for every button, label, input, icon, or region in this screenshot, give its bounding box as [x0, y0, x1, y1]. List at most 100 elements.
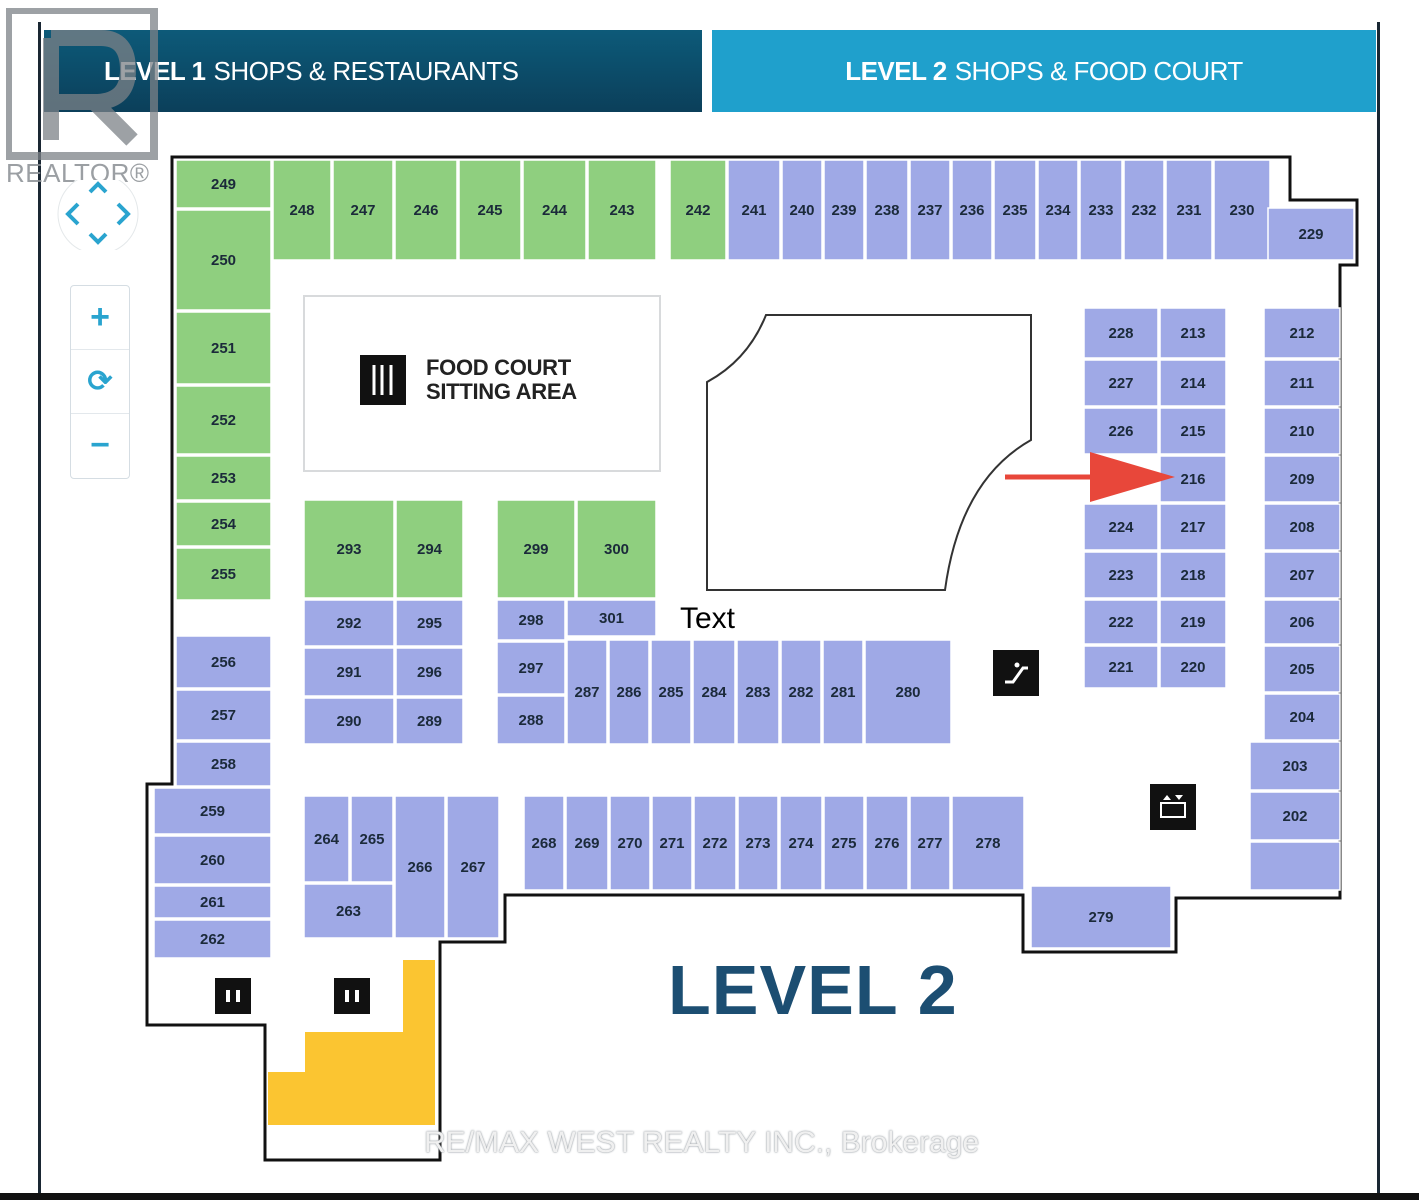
unit-226[interactable]: [1083, 407, 1159, 455]
unit-211[interactable]: [1263, 359, 1341, 407]
unit-219[interactable]: [1159, 599, 1227, 645]
unit-244[interactable]: [522, 159, 587, 261]
unit-205[interactable]: [1263, 645, 1341, 693]
unit-207[interactable]: [1263, 551, 1341, 599]
unit-293[interactable]: [303, 499, 395, 599]
unit-295[interactable]: [395, 599, 464, 647]
unit-231[interactable]: [1165, 159, 1213, 261]
unit-220[interactable]: [1159, 645, 1227, 689]
unit-237[interactable]: [909, 159, 951, 261]
unit-202[interactable]: [1249, 791, 1341, 841]
unit-241[interactable]: [727, 159, 781, 261]
unit-265[interactable]: [350, 795, 394, 883]
unit-282[interactable]: [780, 639, 822, 745]
unit-253[interactable]: [175, 455, 272, 501]
unit-233[interactable]: [1079, 159, 1123, 261]
unit-224[interactable]: [1083, 503, 1159, 551]
unit-209[interactable]: [1263, 455, 1341, 503]
unit-294[interactable]: [395, 499, 464, 599]
unit-275[interactable]: [823, 795, 865, 891]
unit-259[interactable]: [153, 787, 272, 835]
unit-234[interactable]: [1037, 159, 1079, 261]
unit-257[interactable]: [175, 689, 272, 741]
unit-285[interactable]: [650, 639, 692, 745]
unit-291[interactable]: [303, 647, 395, 697]
unit-245[interactable]: [458, 159, 522, 261]
unit-263[interactable]: [303, 883, 394, 939]
unit-236[interactable]: [951, 159, 993, 261]
unit-254[interactable]: [175, 501, 272, 547]
tab-level-2[interactable]: LEVEL 2 SHOPS & FOOD COURT: [712, 30, 1376, 112]
zoom-in-button[interactable]: +: [71, 286, 129, 350]
unit-276[interactable]: [865, 795, 909, 891]
unit-298[interactable]: [496, 599, 566, 641]
unit-299[interactable]: [496, 499, 576, 599]
unit-279[interactable]: [1030, 885, 1172, 949]
unit-270[interactable]: [609, 795, 651, 891]
unit-235[interactable]: [993, 159, 1037, 261]
unit-228[interactable]: [1083, 307, 1159, 359]
unit-273[interactable]: [737, 795, 779, 891]
unit-277[interactable]: [909, 795, 951, 891]
unit-214[interactable]: [1159, 359, 1227, 407]
unit-250[interactable]: [175, 209, 272, 311]
unit-208[interactable]: [1263, 503, 1341, 551]
unit-251[interactable]: [175, 311, 272, 385]
unit-272[interactable]: [693, 795, 737, 891]
unit-256[interactable]: [175, 635, 272, 689]
unit-296[interactable]: [395, 647, 464, 697]
unit-252[interactable]: [175, 385, 272, 455]
unit-283[interactable]: [736, 639, 780, 745]
unit-240[interactable]: [781, 159, 823, 261]
reset-view-button[interactable]: ⟳: [71, 350, 129, 414]
unit-206[interactable]: [1263, 599, 1341, 645]
unit-217[interactable]: [1159, 503, 1227, 551]
unit-238[interactable]: [865, 159, 909, 261]
unit-223[interactable]: [1083, 551, 1159, 599]
unit-255[interactable]: [175, 547, 272, 601]
unit-242[interactable]: [669, 159, 727, 261]
unit-239[interactable]: [823, 159, 865, 261]
unit-243[interactable]: [587, 159, 657, 261]
zoom-out-button[interactable]: −: [90, 426, 110, 464]
unit-297[interactable]: [496, 641, 566, 695]
unit-300[interactable]: [576, 499, 657, 599]
unit-290[interactable]: [303, 697, 395, 745]
unit-284[interactable]: [692, 639, 736, 745]
unit-216[interactable]: [1159, 455, 1227, 503]
unit-210[interactable]: [1263, 407, 1341, 455]
unit-289[interactable]: [395, 697, 464, 745]
unit-274[interactable]: [779, 795, 823, 891]
unit-278[interactable]: [951, 795, 1025, 891]
pan-control[interactable]: [56, 173, 140, 255]
unit-280[interactable]: [864, 639, 952, 745]
unit-204[interactable]: [1263, 693, 1341, 741]
unit-218[interactable]: [1159, 551, 1227, 599]
unit-246[interactable]: [394, 159, 458, 261]
unit-258[interactable]: [175, 741, 272, 787]
unit-286[interactable]: [608, 639, 650, 745]
unit-292[interactable]: [303, 599, 395, 647]
unit-215[interactable]: [1159, 407, 1227, 455]
unit-227[interactable]: [1083, 359, 1159, 407]
unit-221[interactable]: [1083, 645, 1159, 689]
unit-269[interactable]: [565, 795, 609, 891]
unit-268[interactable]: [523, 795, 565, 891]
unit-262[interactable]: [153, 919, 272, 959]
unit-248[interactable]: [272, 159, 332, 261]
unit-271[interactable]: [651, 795, 693, 891]
unit-229[interactable]: [1267, 207, 1355, 261]
unit-264[interactable]: [303, 795, 350, 883]
unit-260[interactable]: [153, 835, 272, 885]
unit-301[interactable]: [566, 599, 657, 637]
unit-232[interactable]: [1123, 159, 1165, 261]
unit-287[interactable]: [566, 639, 608, 745]
unit-213[interactable]: [1159, 307, 1227, 359]
unit-267[interactable]: [446, 795, 500, 939]
unit-212[interactable]: [1263, 307, 1341, 359]
unit-261[interactable]: [153, 885, 272, 919]
unit-266[interactable]: [394, 795, 446, 939]
unit-unlabeled[interactable]: [1249, 841, 1341, 891]
unit-288[interactable]: [496, 695, 566, 745]
unit-281[interactable]: [822, 639, 864, 745]
